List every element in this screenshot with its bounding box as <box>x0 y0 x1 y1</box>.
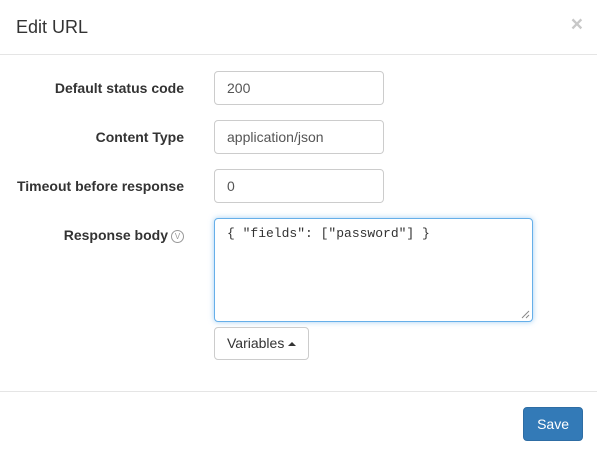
timeout-label: Timeout before response <box>16 178 184 194</box>
content-type-label: Content Type <box>95 129 184 145</box>
status-code-input[interactable] <box>214 71 384 105</box>
resize-grip-icon[interactable] <box>521 310 530 319</box>
content-type-input[interactable] <box>214 120 384 154</box>
caret-up-icon <box>288 342 297 346</box>
response-body-label-text: Response body <box>63 227 168 243</box>
variables-button-label: Variables <box>227 335 285 351</box>
timeout-input[interactable] <box>214 169 384 203</box>
variables-dropdown-button[interactable]: Variables <box>214 327 310 360</box>
close-icon[interactable]: × <box>570 13 583 36</box>
variable-info-icon[interactable]: V <box>171 230 184 243</box>
dialog-header: Edit URL × <box>0 0 597 55</box>
dialog-title: Edit URL <box>16 17 89 37</box>
response-body-textarea[interactable]: { "fields": ["password"] } <box>214 218 533 322</box>
save-button[interactable]: Save <box>523 407 583 441</box>
status-code-label: Default status code <box>54 80 184 96</box>
dialog-footer: Save <box>0 391 597 457</box>
